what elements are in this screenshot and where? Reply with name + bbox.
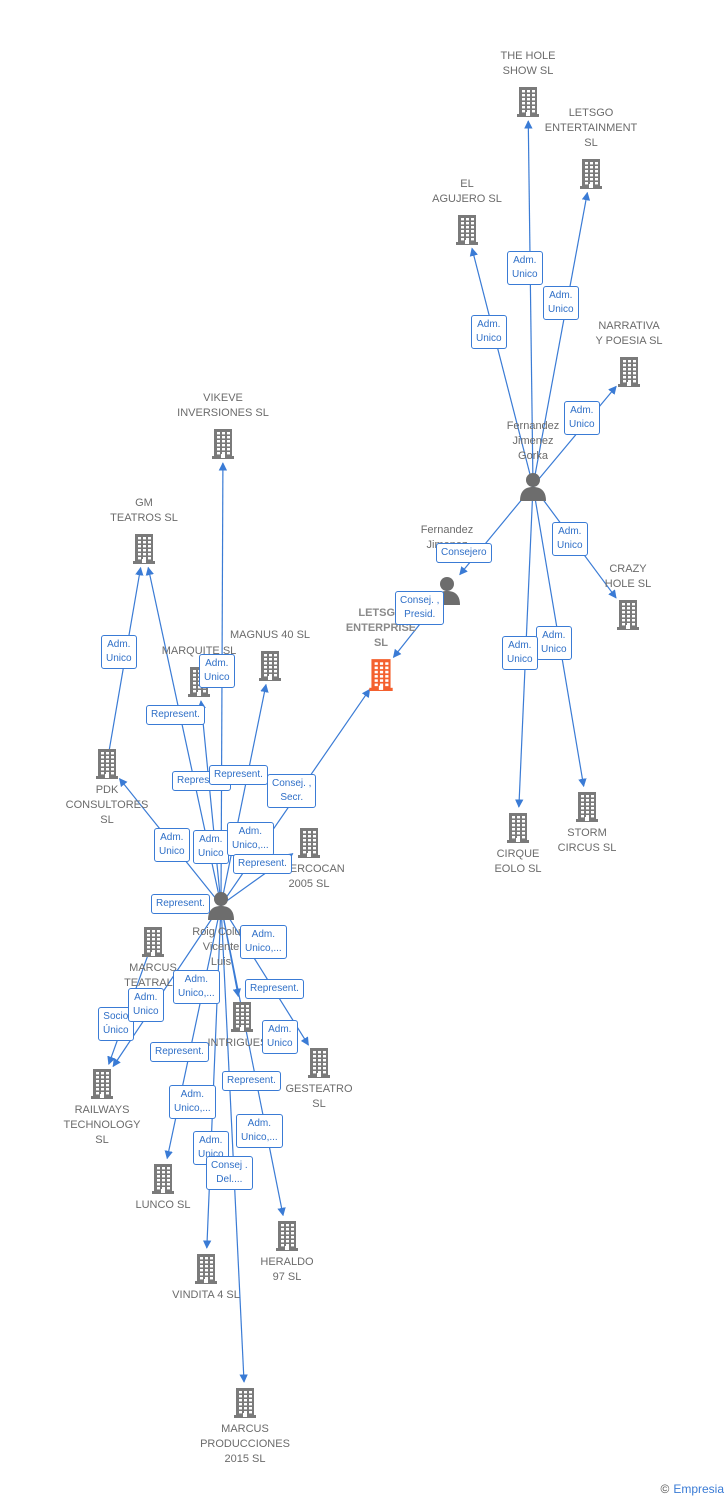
edge-role-label[interactable]: Adm. Unico xyxy=(199,654,235,688)
edge-role-label[interactable]: Adm. Unico xyxy=(262,1020,298,1054)
building-icon xyxy=(367,657,395,696)
edge-role-label[interactable]: Consej . Del.... xyxy=(206,1156,253,1190)
building-icon xyxy=(575,790,599,827)
edge-role-label[interactable]: Adm. Unico xyxy=(502,636,538,670)
building-icon xyxy=(617,355,641,392)
building-icon xyxy=(297,826,321,863)
edge-role-label[interactable]: Represent. xyxy=(151,894,210,914)
building-icon xyxy=(194,1252,218,1289)
edge-role-label[interactable]: Consej. , Secr. xyxy=(267,774,317,808)
node-label: Fernandez Jimenez Gorka xyxy=(506,420,560,462)
node-label: RAILWAYS TECHNOLOGY SL xyxy=(63,1104,141,1146)
edge-line xyxy=(532,385,617,487)
edge-role-label[interactable]: Adm. Unico xyxy=(471,315,507,349)
edge-role-label[interactable]: Adm. Unico xyxy=(128,988,164,1022)
edge-role-label[interactable]: Adm. Unico xyxy=(101,635,137,669)
edge-role-label[interactable]: Represent. xyxy=(233,854,292,874)
edge-role-label[interactable]: Represent. xyxy=(146,705,205,725)
building-icon xyxy=(233,1386,257,1423)
edge-line xyxy=(524,120,534,487)
edge-role-label[interactable]: Socio Único xyxy=(98,1007,134,1041)
building-icon xyxy=(90,1067,114,1104)
person-icon xyxy=(206,890,236,925)
copyright-symbol: © xyxy=(660,1482,670,1496)
node-label: PDK CONSULTORES SL xyxy=(65,784,149,826)
node-label: GM TEATROS SL xyxy=(110,497,178,524)
node-label: HERALDO 97 SL xyxy=(260,1256,314,1283)
edge-role-label[interactable]: Adm. Unico xyxy=(543,286,579,320)
edge-role-label[interactable]: Adm. Unico,... xyxy=(227,822,274,856)
edge-role-label[interactable]: Adm. Unico xyxy=(193,830,229,864)
edge-role-label[interactable]: Adm. Unico xyxy=(552,522,588,556)
node-label: GESTEATRO SL xyxy=(285,1083,353,1110)
node-label: EL AGUJERO SL xyxy=(432,178,502,205)
edge-role-label[interactable]: Adm. Unico xyxy=(564,401,600,435)
building-icon xyxy=(230,1000,254,1037)
building-icon xyxy=(151,1162,175,1199)
building-icon xyxy=(455,213,479,250)
edge-role-label[interactable]: Adm. Unico,... xyxy=(169,1085,216,1119)
edge-line xyxy=(220,904,248,1383)
building-icon xyxy=(506,811,530,848)
edge-role-label[interactable]: Adm. Unico,... xyxy=(173,970,220,1004)
edge-line xyxy=(532,191,591,487)
edge-role-label[interactable]: Consejero xyxy=(436,543,492,563)
node-label: NARRATIVA Y POESIA SL xyxy=(595,320,663,347)
building-icon xyxy=(616,598,640,635)
node-label: CRAZY HOLE SL xyxy=(604,563,652,590)
node-label: THE HOLE SHOW SL xyxy=(500,50,556,77)
edge-line xyxy=(469,247,534,487)
node-label: STORM CIRCUS SL xyxy=(557,827,617,854)
node-label: MARCUS TEATRAL... xyxy=(124,962,182,989)
edge-role-label[interactable]: Represent. xyxy=(245,979,304,999)
building-icon xyxy=(95,747,119,784)
node-label: LETSGO ENTERTAINMENT SL xyxy=(544,107,638,149)
node-label: MAGNUS 40 SL xyxy=(229,629,311,641)
edge-role-label[interactable]: Adm. Unico,... xyxy=(236,1114,283,1148)
node-label: MARCUS PRODUCCIONES 2015 SL xyxy=(200,1423,290,1465)
node-label: INTRIGUES... xyxy=(207,1037,277,1049)
node-label: CIRQUE EOLO SL xyxy=(494,848,542,875)
edge-role-label[interactable]: Represent. xyxy=(222,1071,281,1091)
edge-role-label[interactable]: Consej. , Presid. xyxy=(395,591,445,625)
building-icon xyxy=(141,925,165,962)
brand-logo[interactable]: ©Empresia xyxy=(660,1482,724,1496)
node-label: LETSGO ENTERPRISE SL xyxy=(345,607,417,649)
building-icon xyxy=(132,532,156,569)
building-icon xyxy=(258,649,282,686)
node-label: VINDITA 4 SL xyxy=(172,1289,240,1301)
edge-role-label[interactable]: Adm. Unico xyxy=(507,251,543,285)
building-icon xyxy=(579,157,603,194)
edge-line xyxy=(220,904,242,998)
building-icon xyxy=(275,1219,299,1256)
edge-line xyxy=(197,700,222,906)
edge-line xyxy=(202,904,222,1249)
edge-role-label[interactable]: Adm. Unico,... xyxy=(240,925,287,959)
building-icon xyxy=(211,427,235,464)
edge-role-label[interactable]: Represent. xyxy=(209,765,268,785)
brand-name: Empresia xyxy=(673,1482,724,1496)
node-label: LUNCO SL xyxy=(135,1199,191,1211)
building-icon xyxy=(516,85,540,122)
edge-line xyxy=(220,683,269,906)
building-icon xyxy=(307,1046,331,1083)
edge-role-label[interactable]: Adm. Unico xyxy=(154,828,190,862)
node-label: VIKEVE INVERSIONES SL xyxy=(177,392,269,419)
person-icon xyxy=(518,471,548,506)
edge-role-label[interactable]: Adm. Unico xyxy=(536,626,572,660)
edge-role-label[interactable]: Represent. xyxy=(150,1042,209,1062)
